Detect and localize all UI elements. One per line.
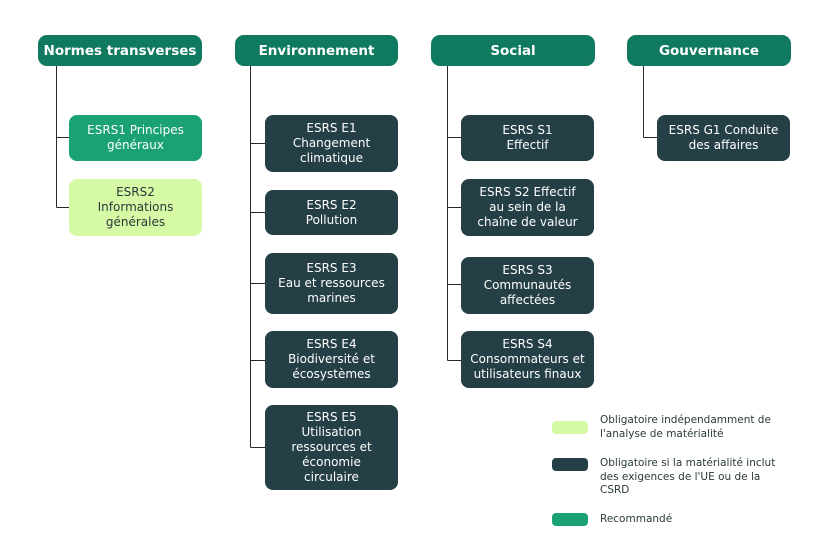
column-header-normes-transverses: Normes transverses <box>38 35 202 66</box>
standard-box-esrs2: ESRS2 Informations générales <box>69 179 202 236</box>
standard-label: ESRS E5 Utilisation ressources et économ… <box>291 410 372 484</box>
standard-box-esrs1: ESRS1 Principes généraux <box>69 115 202 161</box>
standard-box-esrs-e4: ESRS E4 Biodiversité et écosystèmes <box>265 331 398 388</box>
standard-label: ESRS2 Informations générales <box>97 185 174 229</box>
standard-label: ESRS S1 Effectif <box>502 123 553 152</box>
column-header-environnement: Environnement <box>235 35 398 66</box>
standard-label: ESRS S4 Consommateurs et utilisateurs fi… <box>470 337 585 381</box>
standard-label: ESRS E2 Pollution <box>305 197 358 227</box>
standard-label: ESRS E3 Eau et ressources marines <box>278 261 385 305</box>
standard-label: ESRS G1 Conduite des affaires <box>668 123 779 152</box>
standard-box-esrs-e2: ESRS E2 Pollution <box>265 190 398 235</box>
legend-swatch-mandatory-always <box>552 421 588 434</box>
standard-box-esrs-g1: ESRS G1 Conduite des affaires <box>657 115 790 161</box>
standard-box-esrs-s3: ESRS S3 Communautés affectées <box>461 257 594 314</box>
standard-box-esrs-e1: ESRS E1 Changement climatique <box>265 115 398 172</box>
legend-text-recommended: Recommandé <box>600 513 673 525</box>
standard-box-esrs-s2: ESRS S2 Effectif au sein de la chaîne de… <box>461 179 594 236</box>
standard-box-esrs-e3: ESRS E3 Eau et ressources marines <box>265 253 398 314</box>
legend-swatch-recommended <box>552 513 588 526</box>
standard-label: ESRS1 Principes généraux <box>87 123 184 152</box>
legend-text-mandatory-materiality: Obligatoire si la matérialité inclut des… <box>600 457 776 496</box>
standard-label: ESRS E1 Changement climatique <box>292 121 371 165</box>
legend-text-mandatory-always: Obligatoire indépendamment de l'analyse … <box>600 414 771 440</box>
standard-box-esrs-s4: ESRS S4 Consommateurs et utilisateurs fi… <box>461 331 594 388</box>
legend-swatch-mandatory-materiality <box>552 458 588 471</box>
column-header-gouvernance: Gouvernance <box>627 35 791 66</box>
standard-label: ESRS E4 Biodiversité et écosystèmes <box>288 337 375 381</box>
standard-box-esrs-s1: ESRS S1 Effectif <box>461 115 594 161</box>
standard-label: ESRS S2 Effectif au sein de la chaîne de… <box>477 185 578 229</box>
column-header-social: Social <box>431 35 595 66</box>
standard-box-esrs-e5: ESRS E5 Utilisation ressources et économ… <box>265 405 398 490</box>
standard-label: ESRS S3 Communautés affectées <box>483 263 572 307</box>
